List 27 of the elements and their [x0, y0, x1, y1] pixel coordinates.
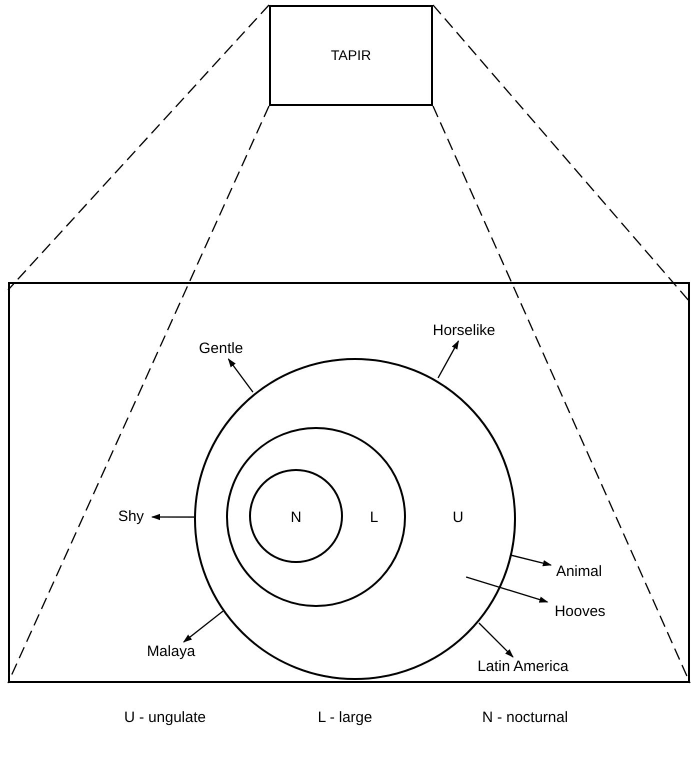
arrow	[438, 340, 460, 378]
arrow	[466, 576, 548, 603]
attribute-label: Gentle	[198, 340, 244, 358]
attribute-label: Animal	[555, 563, 603, 581]
abbreviation-key: L - large	[318, 709, 372, 727]
attribute-label: Horselike	[432, 322, 496, 340]
arrow	[510, 554, 552, 566]
arrow	[478, 622, 514, 658]
projection-line	[432, 106, 691, 684]
abbreviation-key: N - nocturnal	[482, 709, 568, 727]
attribute-label: Hooves	[554, 603, 606, 621]
abbreviation-key: U - ungulate	[124, 709, 206, 727]
circle-label: U	[452, 509, 464, 527]
attribute-label: Shy	[117, 508, 145, 526]
arrow	[151, 514, 194, 520]
arrow	[228, 358, 254, 393]
expanded-box	[8, 282, 690, 683]
term-box	[269, 5, 433, 106]
arrow	[183, 610, 224, 643]
term-label: TAPIR	[330, 46, 372, 64]
projection-line	[7, 106, 270, 684]
attribute-label: Latin America	[476, 658, 570, 676]
projection-line	[432, 4, 690, 302]
circle-label: L	[370, 509, 378, 527]
projection-line	[8, 4, 270, 290]
attribute-label: Malaya	[146, 643, 196, 661]
circle-label: N	[290, 509, 302, 527]
